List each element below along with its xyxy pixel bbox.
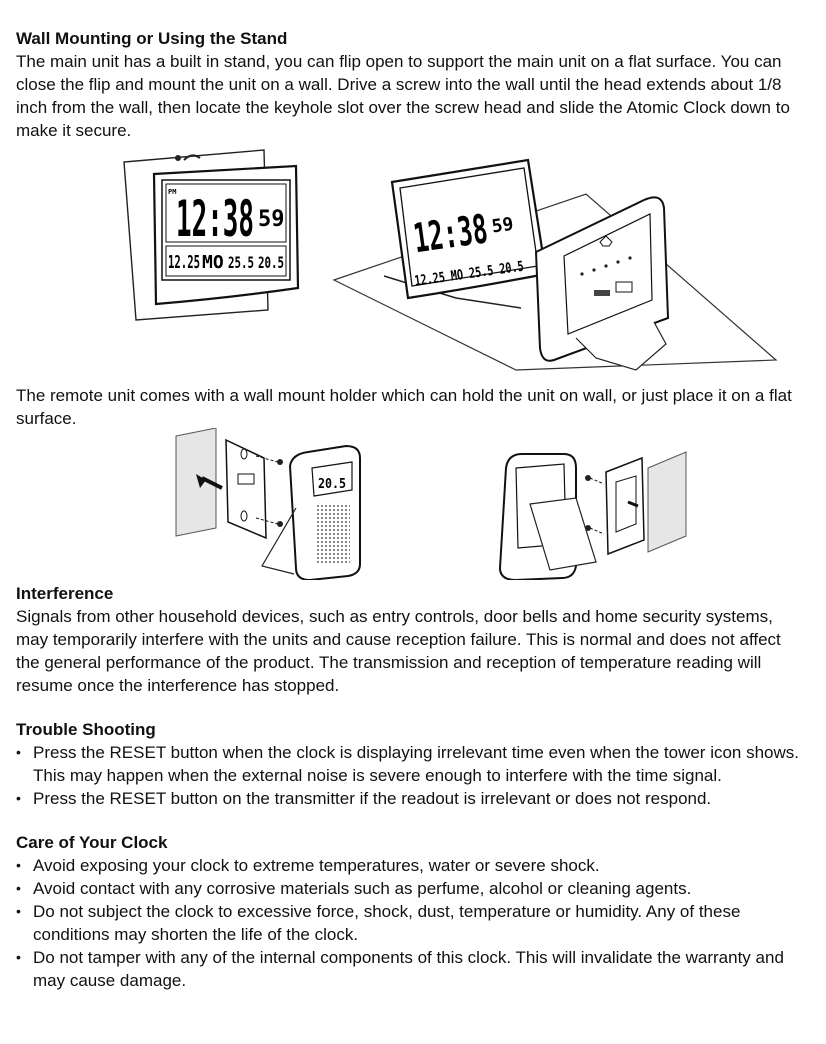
- screw-icon: [175, 155, 181, 161]
- list-item: Do not subject the clock to excessive fo…: [16, 900, 806, 946]
- main-unit-figure: PM 12:38 59 12.25 MO 25.5 20.5 12:38 59 …: [16, 148, 806, 380]
- list-item: Press the RESET button on the transmitte…: [16, 787, 806, 810]
- wall-mount-paragraph: The main unit has a built in stand, you …: [16, 52, 790, 140]
- mount-arrow-icon: [627, 500, 639, 508]
- manual-page: Wall Mounting or Using the Stand The mai…: [16, 28, 806, 992]
- trouble-shooting-list: Press the RESET button when the clock is…: [16, 741, 806, 810]
- remote-unit-figure: 20.5: [16, 428, 806, 580]
- trouble-shooting-heading: Trouble Shooting: [16, 720, 156, 739]
- clock-time-2: 12:38: [411, 206, 491, 262]
- clock-seconds-2: 59: [490, 214, 514, 238]
- clock-date: 12.25: [168, 252, 200, 273]
- wall-panel-right: [647, 451, 687, 553]
- remote-sensor-back: [498, 453, 597, 580]
- clock-weekday: MO: [202, 252, 224, 273]
- keyhole-slot-icon: [599, 235, 613, 247]
- indoor-temp: 25.5: [228, 253, 254, 272]
- remote-stand-flap: [529, 497, 597, 571]
- trouble-shooting-section: Trouble Shooting Press the RESET button …: [16, 719, 806, 810]
- list-item: Press the RESET button when the clock is…: [16, 741, 806, 787]
- remote-unit-paragraph: The remote unit comes with a wall mount …: [16, 386, 792, 428]
- screw-icon-1: [277, 459, 283, 465]
- care-section: Care of Your Clock Avoid exposing your c…: [16, 832, 806, 992]
- clock-time: 12:38: [176, 190, 254, 248]
- main-unit-illustration: PM 12:38 59 12.25 MO 25.5 20.5 12:38 59 …: [123, 149, 778, 371]
- screw-arrow-icon: [183, 154, 201, 161]
- list-item: Avoid contact with any corrosive materia…: [16, 877, 806, 900]
- outdoor-temp: 20.5: [258, 253, 284, 272]
- remote-sensor-unit: 20.5: [261, 444, 361, 580]
- interference-heading: Interference: [16, 584, 114, 603]
- standing-clock-front: 12:38 59 12.25 MO 25.5 20.5: [390, 158, 548, 300]
- clock-back-view: [534, 196, 670, 371]
- remote-unit-illustration: 20.5: [175, 428, 687, 580]
- list-item: Avoid exposing your clock to extreme tem…: [16, 854, 806, 877]
- screw-icon-2: [277, 521, 283, 527]
- interference-paragraph: Signals from other household devices, su…: [16, 607, 781, 695]
- clock-seconds: 59: [258, 207, 285, 232]
- meridiem-label: PM: [168, 188, 176, 196]
- wall-mount-heading: Wall Mounting or Using the Stand: [16, 29, 288, 48]
- list-item: Do not tamper with any of the internal c…: [16, 946, 806, 992]
- care-heading: Care of Your Clock: [16, 833, 168, 852]
- remote-wall-holder: [225, 438, 267, 540]
- wall-panel-left: [175, 428, 217, 537]
- wall-clock-front: PM 12:38 59 12.25 MO 25.5 20.5: [152, 164, 300, 306]
- remote-temp: 20.5: [318, 477, 346, 492]
- care-list: Avoid exposing your clock to extreme tem…: [16, 854, 806, 992]
